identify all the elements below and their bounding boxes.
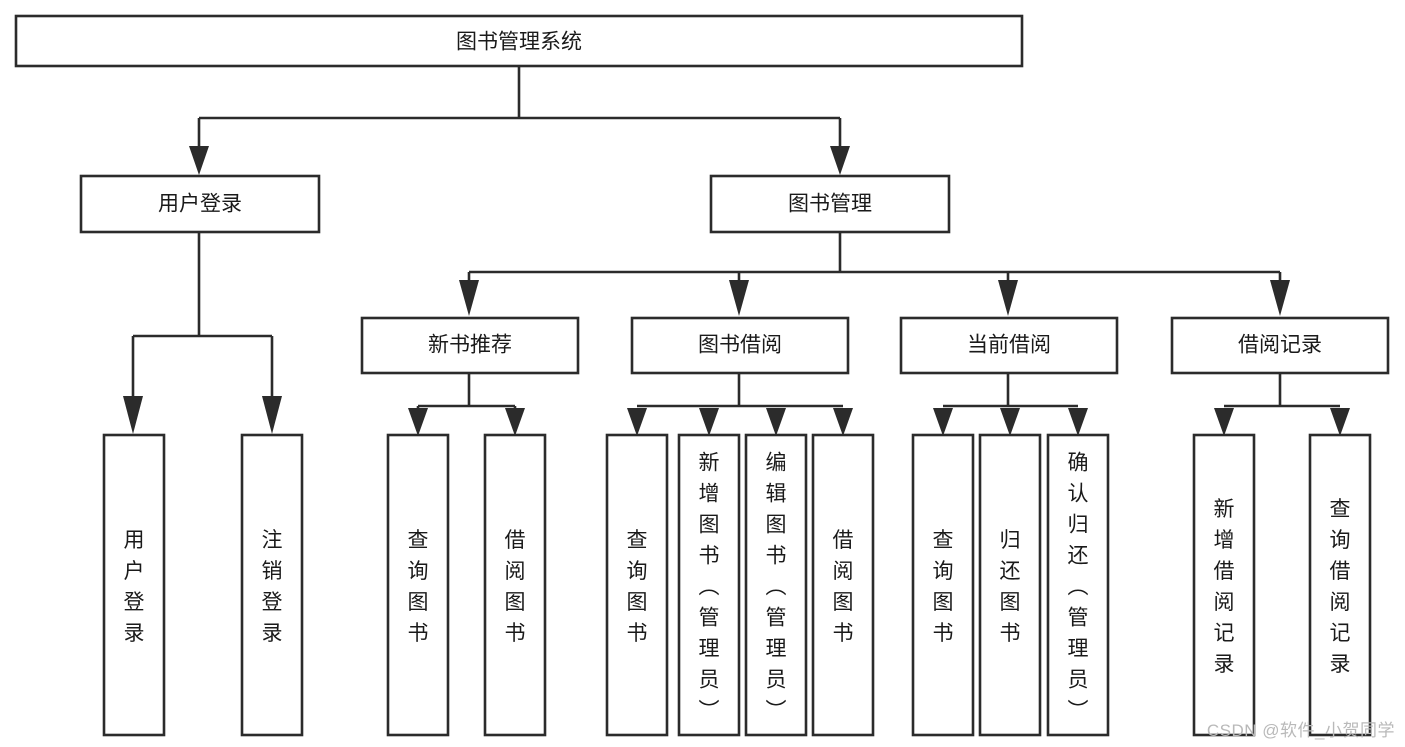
leaf-book-borrow-1[interactable]: 查询图书 xyxy=(605,433,669,737)
node-new-book-recommend-box[interactable] xyxy=(360,316,580,375)
arrow-to-new-book xyxy=(459,280,479,316)
leaf-current-borrow-3[interactable]: 确认归还︵管理员︶ xyxy=(1046,433,1110,737)
arrow-to-current-borrow xyxy=(998,280,1018,316)
leaf-user-login-1-label: 用户登录 xyxy=(124,529,145,645)
leaf-current-borrow-1-label: 查询图书 xyxy=(933,529,954,645)
node-current-borrow-box[interactable] xyxy=(899,316,1119,375)
arrow-borrowrecord-leaf-2 xyxy=(1330,408,1350,436)
arrow-currentborrow-leaf-1 xyxy=(933,408,953,436)
leaf-user-login-1-box[interactable] xyxy=(102,433,166,737)
arrow-userlogin-leaf-1 xyxy=(123,396,143,434)
leaf-new-book-2[interactable]: 借阅图书 xyxy=(483,433,547,737)
leaf-book-borrow-2-label: 新增图书︵管理员︶ xyxy=(699,452,720,723)
node-borrow-record[interactable]: 借阅记录 xyxy=(1170,316,1390,375)
node-borrow-record-box[interactable] xyxy=(1170,316,1390,375)
leaf-book-borrow-3-box[interactable] xyxy=(744,433,808,737)
node-user-login-box[interactable] xyxy=(79,174,321,234)
leaf-current-borrow-2-label: 归还图书 xyxy=(1000,529,1021,645)
leaf-book-borrow-2[interactable]: 新增图书︵管理员︶ xyxy=(677,433,741,737)
leaf-borrow-record-2-label: 查询借阅记录 xyxy=(1330,498,1351,676)
leaf-new-book-1-box[interactable] xyxy=(386,433,450,737)
leaf-user-login-1[interactable]: 用户登录 xyxy=(102,433,166,737)
leaf-current-borrow-2-box[interactable] xyxy=(978,433,1042,737)
node-root-system[interactable]: 图书管理系统 xyxy=(14,14,1024,68)
arrow-borrowrecord-leaf-1 xyxy=(1214,408,1234,436)
arrow-userlogin-leaf-2 xyxy=(262,396,282,434)
node-book-borrow[interactable]: 图书借阅 xyxy=(630,316,850,375)
node-book-borrow-label: 图书借阅 xyxy=(698,334,782,357)
leaf-new-book-2-box[interactable] xyxy=(483,433,547,737)
arrow-to-book-management xyxy=(830,146,850,175)
arrow-bookborrow-leaf-4 xyxy=(833,408,853,436)
leaf-current-borrow-3-label: 确认归还︵管理员︶ xyxy=(1068,452,1089,723)
node-new-book-recommend[interactable]: 新书推荐 xyxy=(360,316,580,375)
leaf-book-borrow-1-label: 查询图书 xyxy=(627,529,648,645)
leaf-user-login-2[interactable]: 注销登录 xyxy=(240,433,304,737)
arrow-bookborrow-leaf-2 xyxy=(699,408,719,436)
node-book-management-label: 图书管理 xyxy=(788,193,872,216)
leaf-borrow-record-1-label: 新增借阅记录 xyxy=(1214,498,1235,676)
leaf-current-borrow-1-box[interactable] xyxy=(911,433,975,737)
node-book-management[interactable]: 图书管理 xyxy=(709,174,951,234)
node-root-label: 图书管理系统 xyxy=(456,31,582,54)
arrow-to-borrow-record xyxy=(1270,280,1290,316)
connector-layer xyxy=(123,67,1350,436)
leaf-book-borrow-4[interactable]: 借阅图书 xyxy=(811,433,875,737)
leaf-current-borrow-1[interactable]: 查询图书 xyxy=(911,433,975,737)
leaf-book-borrow-1-box[interactable] xyxy=(605,433,669,737)
leaf-borrow-record-1-box[interactable] xyxy=(1192,433,1256,737)
node-new-book-recommend-label: 新书推荐 xyxy=(428,334,512,357)
leaf-current-borrow-2[interactable]: 归还图书 xyxy=(978,433,1042,737)
arrow-to-user-login xyxy=(189,146,209,175)
node-current-borrow-label: 当前借阅 xyxy=(967,334,1051,357)
csdn-watermark: CSDN @软件_小贺同学 xyxy=(1206,721,1395,740)
leaf-borrow-record-2-box[interactable] xyxy=(1308,433,1372,737)
node-book-borrow-box[interactable] xyxy=(630,316,850,375)
leaf-book-borrow-3-label: 编辑图书︵管理员︶ xyxy=(766,452,787,723)
arrow-to-book-borrow xyxy=(729,280,749,316)
arrow-currentborrow-leaf-3 xyxy=(1068,408,1088,436)
leaf-new-book-1[interactable]: 查询图书 xyxy=(386,433,450,737)
arrow-bookborrow-leaf-3 xyxy=(766,408,786,436)
leaf-borrow-record-1[interactable]: 新增借阅记录 xyxy=(1192,433,1256,737)
node-borrow-record-label: 借阅记录 xyxy=(1238,334,1322,357)
leaf-book-borrow-4-box[interactable] xyxy=(811,433,875,737)
leaf-new-book-1-label: 查询图书 xyxy=(408,529,429,645)
leaf-book-borrow-3[interactable]: 编辑图书︵管理员︶ xyxy=(744,433,808,737)
arrow-bookborrow-leaf-1 xyxy=(627,408,647,436)
leaf-book-borrow-4-label: 借阅图书 xyxy=(833,529,854,645)
leaf-new-book-2-label: 借阅图书 xyxy=(505,529,526,645)
leaf-current-borrow-3-box[interactable] xyxy=(1046,433,1110,737)
leaf-user-login-2-box[interactable] xyxy=(240,433,304,737)
node-user-login-label: 用户登录 xyxy=(158,193,242,216)
arrow-currentborrow-leaf-2 xyxy=(1000,408,1020,436)
arrow-newbook-leaf-2 xyxy=(505,408,525,436)
node-user-login[interactable]: 用户登录 xyxy=(79,174,321,234)
arrow-newbook-leaf-1 xyxy=(408,408,428,436)
node-current-borrow[interactable]: 当前借阅 xyxy=(899,316,1119,375)
node-book-management-box[interactable] xyxy=(709,174,951,234)
leaf-book-borrow-2-box[interactable] xyxy=(677,433,741,737)
leaf-borrow-record-2[interactable]: 查询借阅记录 xyxy=(1308,433,1372,737)
leaf-user-login-2-label: 注销登录 xyxy=(262,529,283,645)
node-root-box[interactable] xyxy=(14,14,1024,68)
